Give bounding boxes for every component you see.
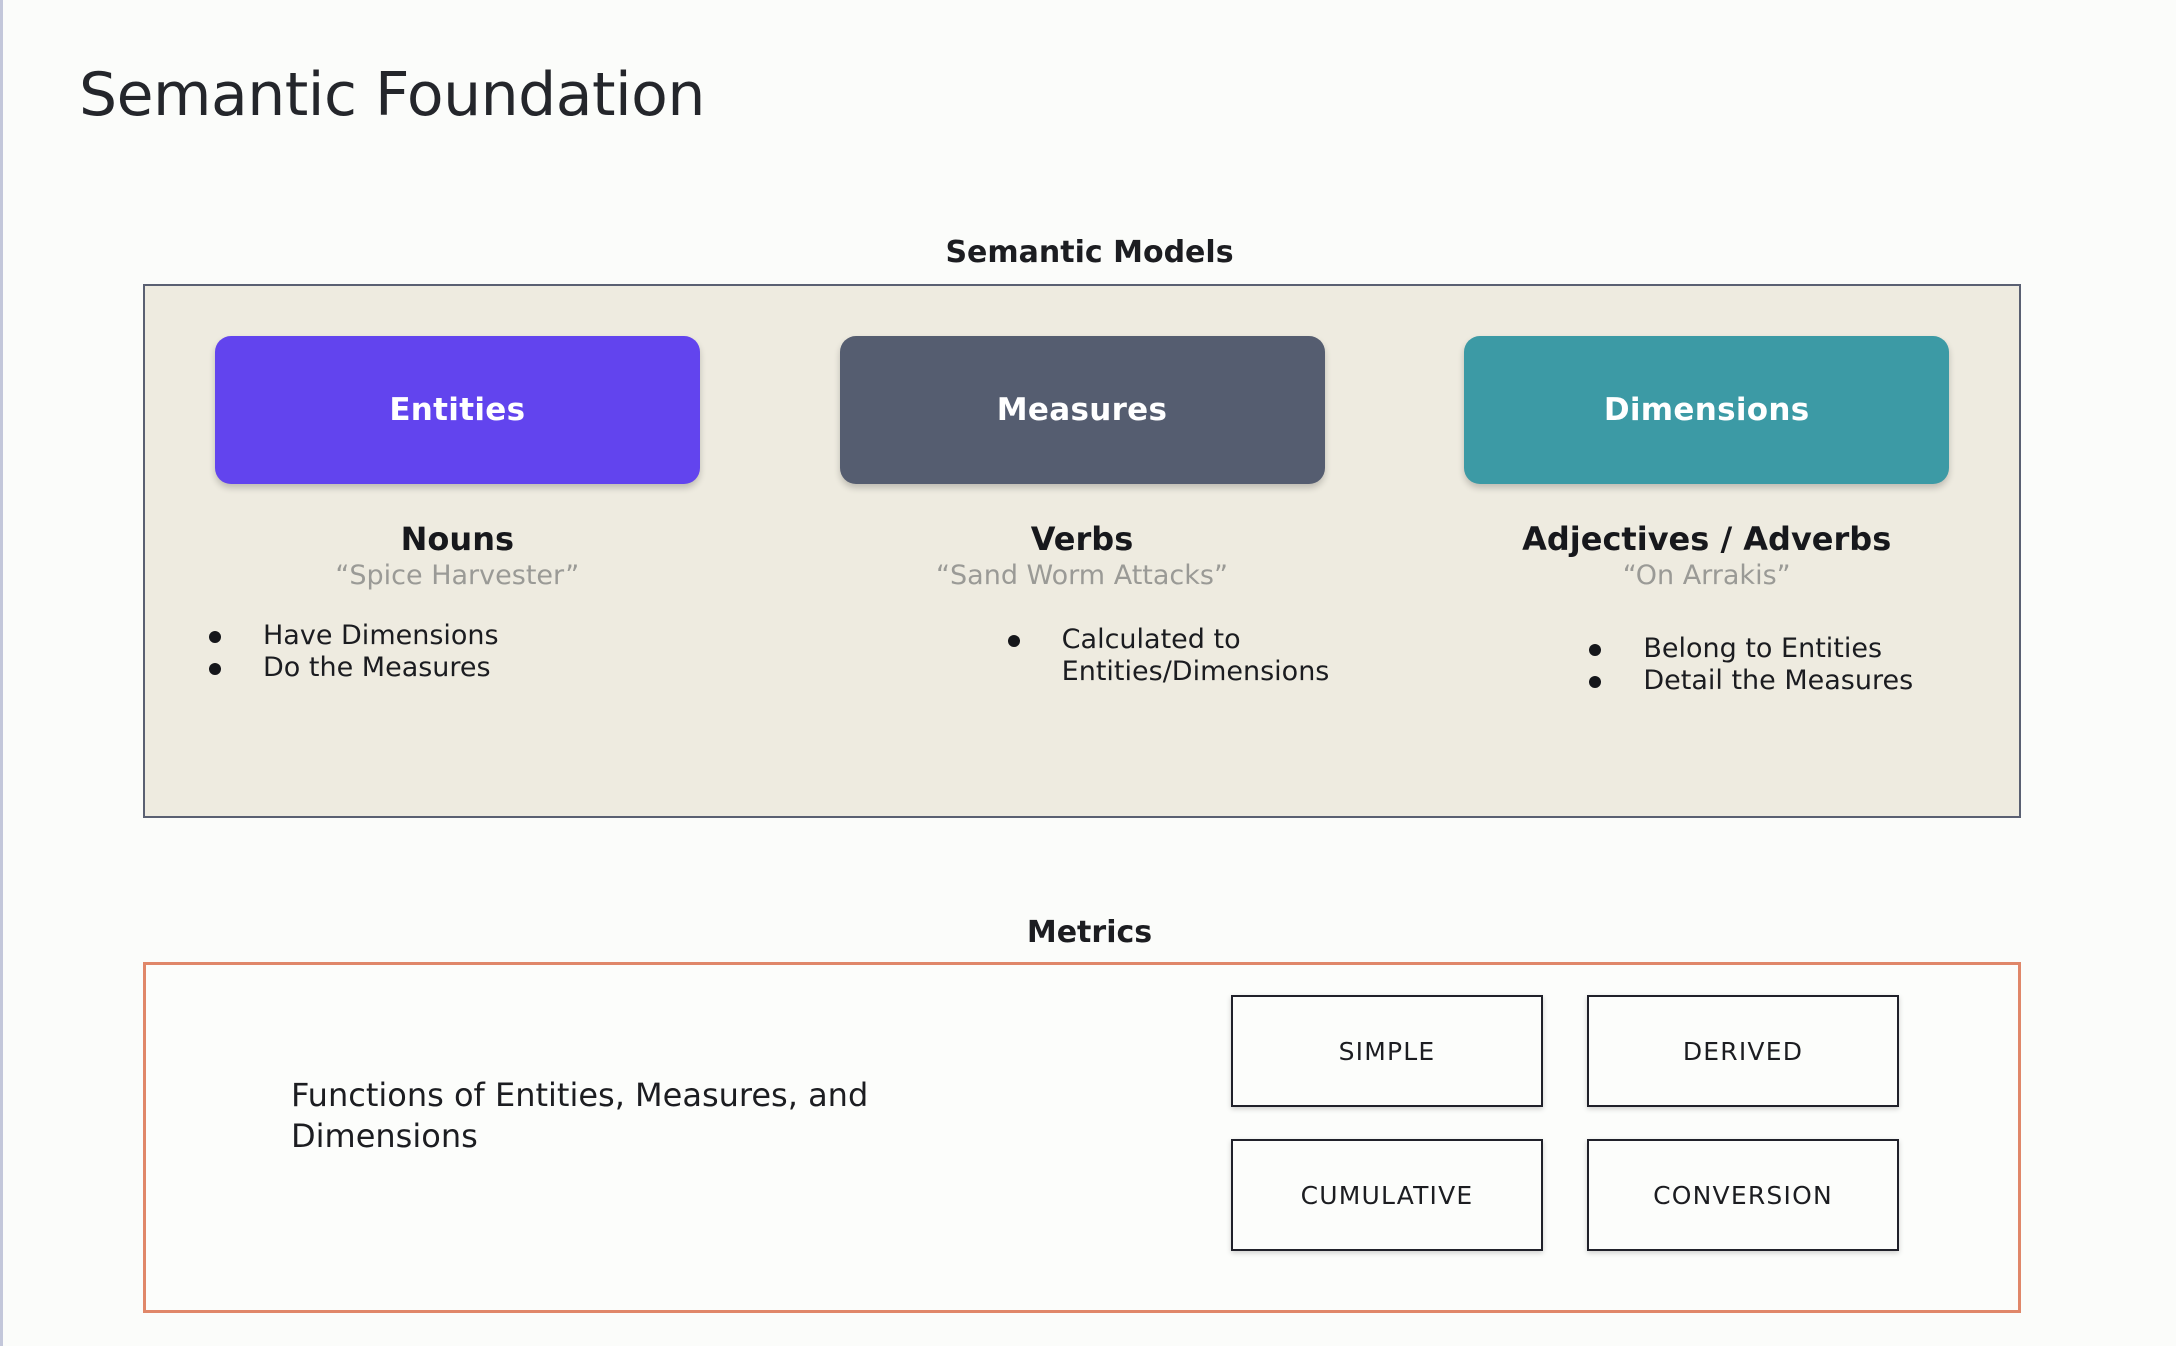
measures-example: “Sand Worm Attacks” xyxy=(936,559,1228,591)
bullet-dot-icon xyxy=(1589,644,1602,657)
list-item-label: Detail the Measures xyxy=(1643,665,1914,697)
list-item: Belong to Entities xyxy=(1589,633,2019,665)
semantic-column-dimensions: Dimensions Adjectives / Adverbs “On Arra… xyxy=(1394,286,2019,816)
metrics-type-grid: SIMPLE DERIVED CUMULATIVE CONVERSION xyxy=(1231,995,1899,1251)
metrics-description: Functions of Entities, Measures, and Dim… xyxy=(291,1076,869,1155)
chip-entities[interactable]: Entities xyxy=(214,336,700,484)
list-item-label: Do the Measures xyxy=(263,652,491,684)
list-item-label: Calculated to Entities/Dimensions xyxy=(1061,624,1330,688)
bullet-dot-icon xyxy=(209,631,221,644)
entities-part-of-speech: Nouns xyxy=(400,520,515,558)
dimensions-part-of-speech: Adjectives / Adverbs xyxy=(1522,520,1892,558)
entities-example: “Spice Harvester” xyxy=(335,559,580,591)
bullet-dot-icon xyxy=(1007,635,1020,648)
chip-measures[interactable]: Measures xyxy=(839,336,1325,484)
list-item: Have Dimensions xyxy=(209,620,770,652)
measures-part-of-speech: Verbs xyxy=(1030,520,1134,558)
metrics-caption: Metrics xyxy=(1026,915,1153,950)
dimensions-example: “On Arrakis” xyxy=(1622,559,1791,591)
metric-type-cumulative[interactable]: CUMULATIVE xyxy=(1231,1139,1543,1251)
list-item: Detail the Measures xyxy=(1589,665,2019,697)
dimensions-bullet-list: Belong to Entities Detail the Measures xyxy=(1394,633,2019,697)
chip-dimensions[interactable]: Dimensions xyxy=(1464,336,1950,484)
semantic-models-caption: Semantic Models xyxy=(945,235,1234,270)
list-item: Do the Measures xyxy=(209,652,770,684)
metric-type-simple[interactable]: SIMPLE xyxy=(1231,995,1543,1107)
metrics-panel: Functions of Entities, Measures, and Dim… xyxy=(143,962,2021,1313)
semantic-column-measures: Measures Verbs “Sand Worm Attacks” Calcu… xyxy=(770,286,1395,816)
page-title: Semantic Foundation xyxy=(79,60,705,130)
semantic-models-panel: Entities Nouns “Spice Harvester” Have Di… xyxy=(143,284,2021,818)
bullet-dot-icon xyxy=(209,663,221,676)
bullet-dot-icon xyxy=(1589,676,1602,689)
metric-type-derived[interactable]: DERIVED xyxy=(1587,995,1899,1107)
entities-bullet-list: Have Dimensions Do the Measures xyxy=(145,620,770,684)
semantic-column-entities: Entities Nouns “Spice Harvester” Have Di… xyxy=(145,286,770,816)
list-item-label: Belong to Entities xyxy=(1643,633,1883,665)
list-item-label: Have Dimensions xyxy=(263,620,499,652)
metric-type-conversion[interactable]: CONVERSION xyxy=(1587,1139,1899,1251)
list-item: Calculated to Entities/Dimensions xyxy=(1007,624,1395,688)
measures-bullet-list: Calculated to Entities/Dimensions xyxy=(770,624,1395,688)
